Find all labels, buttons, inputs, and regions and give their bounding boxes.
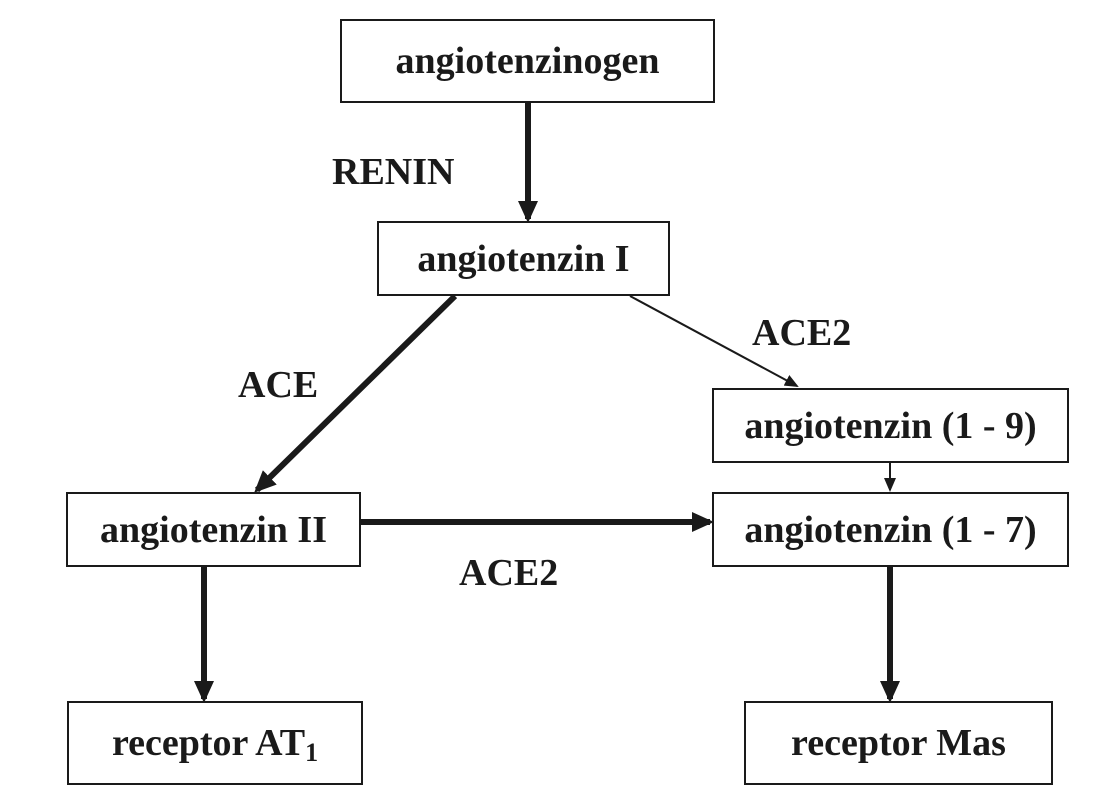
node-label: receptor AT <box>111 722 306 764</box>
node-label: angiotenzinogen <box>395 40 660 82</box>
node-angiotenzinogen: angiotenzinogen <box>340 19 715 103</box>
node-receptor-mas: receptor Mas <box>744 701 1053 785</box>
node-angiotenzin-1-9: angiotenzin (1 - 9) <box>712 388 1069 463</box>
node-label: receptor Mas <box>791 722 1006 764</box>
node-label: angiotenzin (1 - 9) <box>744 404 1037 447</box>
node-label: angiotenzin (1 - 7) <box>744 508 1037 551</box>
node-angiotenzin-1: angiotenzin I <box>377 221 670 296</box>
edge-label-ace2-lower: ACE2 <box>459 552 559 594</box>
edge-label-renin: RENIN <box>332 151 455 193</box>
edge-label-ace2-upper: ACE2 <box>752 312 852 354</box>
node-label-subscript: 1 <box>305 738 319 767</box>
arrow-angiotenzin-1-to-angiotenzin-2 <box>254 293 458 493</box>
node-label: angiotenzin II <box>100 508 327 551</box>
node-angiotenzin-2: angiotenzin II <box>66 492 361 567</box>
node-angiotenzin-1-7: angiotenzin (1 - 7) <box>712 492 1069 567</box>
arrow-angiotenzin-1-to-angiotenzin-1-9 <box>629 295 799 387</box>
edge-label-ace: ACE <box>238 364 319 406</box>
node-label: angiotenzin I <box>417 237 630 280</box>
